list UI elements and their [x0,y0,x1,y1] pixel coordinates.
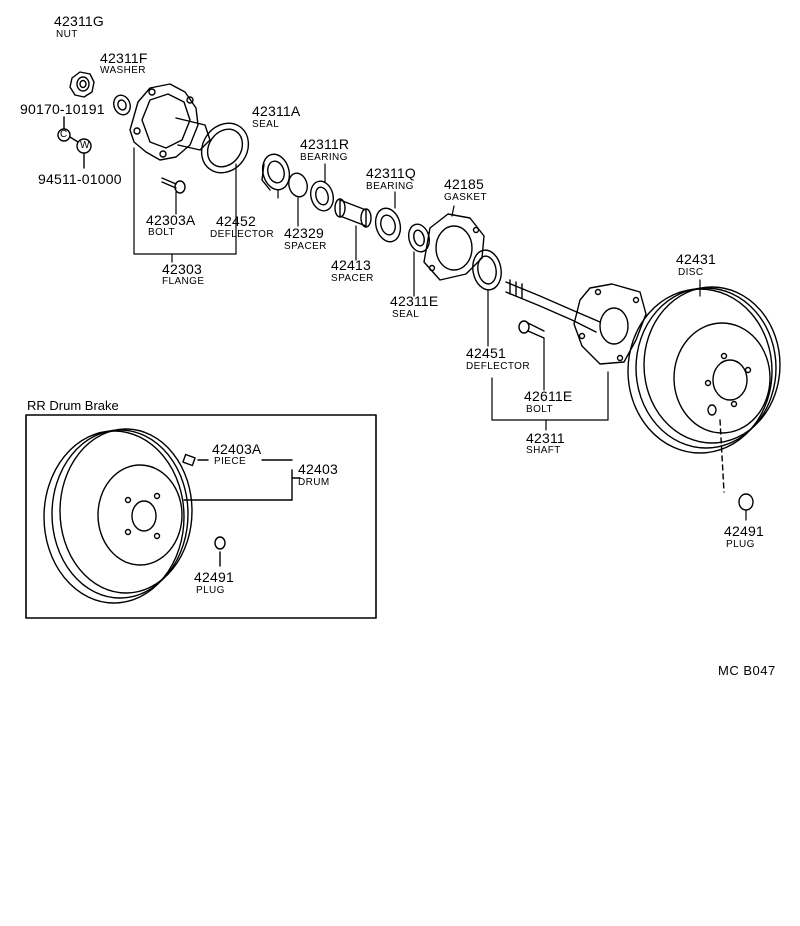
nut-part-number: 42311G [54,13,104,29]
seal-e-part-name: SEAL [392,309,420,320]
disc-part-name: DISC [678,267,704,278]
bolt-shaft-part-name: BOLT [526,404,553,415]
washer-part-name: WASHER [100,65,146,76]
bearing-r-part-name: BEARING [300,152,348,163]
drum-part-name: DRUM [298,477,330,488]
deflector-42452-drawing [200,122,250,174]
flange-part-number: 42303 [162,261,202,277]
bolt-flange-part-name: BOLT [148,227,175,238]
piece-part-name: PIECE [214,456,247,467]
disc-drawing [627,286,781,493]
shaft-part-name: SHAFT [526,445,561,456]
part-94511-number: 94511-01000 [38,171,122,187]
seal-e-part-number: 42311E [390,293,439,309]
bearing-42311r-drawing [309,180,335,212]
piece-drawing [182,453,301,501]
deflector-shaft-part-name: DEFLECTOR [466,361,530,372]
gasket-part-number: 42185 [444,176,484,192]
w-symbol: W [80,140,90,151]
plug-42491-drum-drawing [214,536,226,567]
plug-drum-part-name: PLUG [196,585,225,596]
disc-part-number: 42431 [676,251,716,267]
gasket-part-name: GASKET [444,192,487,203]
drum-drawing [43,428,293,604]
piece-part-number: 42403A [212,441,262,457]
flange-part-name: FLANGE [162,276,205,287]
deflector-flange-part-name: DEFLECTOR [210,229,274,240]
inset-title: RR Drum Brake [27,398,119,413]
drum-part-number: 42403 [298,461,338,477]
seal-a-part-number: 42311A [252,103,301,119]
spacer-42413-drawing [334,198,372,228]
seal-a-part-name: SEAL [252,119,280,130]
flange-drawing [129,83,211,161]
spacer-42329-drawing [288,172,308,198]
shaft-drawing [505,279,647,365]
spacer-a-part-name: SPACER [284,241,327,252]
deflector-flange-part-number: 42452 [216,213,256,229]
bolt-flange-part-number: 42303A [146,212,196,228]
gasket-drawing [423,213,485,281]
bearing-q-part-name: BEARING [366,181,414,192]
seal-42311a-drawing [261,153,291,191]
nut-part-name: NUT [56,29,78,40]
diagram-code: MC B047 [718,663,776,678]
plug-drum-part-number: 42491 [194,569,234,585]
nut-drawing [69,71,95,98]
plug-42491-disc-drawing [738,493,754,511]
bearing-r-part-number: 42311R [300,136,350,152]
bearing-42311q-drawing [374,207,402,243]
spacer-b-part-name: SPACER [331,273,374,284]
spacer-b-part-number: 42413 [331,257,371,273]
spacer-a-part-number: 42329 [284,225,324,241]
deflector-shaft-part-number: 42451 [466,345,506,361]
shaft-part-number: 42311 [526,430,565,446]
bolt-shaft-part-number: 42611E [524,388,573,404]
plug-disc-part-name: PLUG [726,539,755,550]
bearing-q-part-number: 42311Q [366,165,416,181]
bolt-42303a-drawing [161,177,186,194]
bolt-42611e-drawing [518,320,545,339]
plug-disc-part-number: 42491 [724,523,764,539]
part-90170-number: 90170-10191 [20,101,105,117]
c-symbol: C [60,129,68,140]
washer-part-number: 42311F [100,50,148,66]
deflector-42451-drawing [472,249,502,291]
washer-drawing [113,94,131,116]
